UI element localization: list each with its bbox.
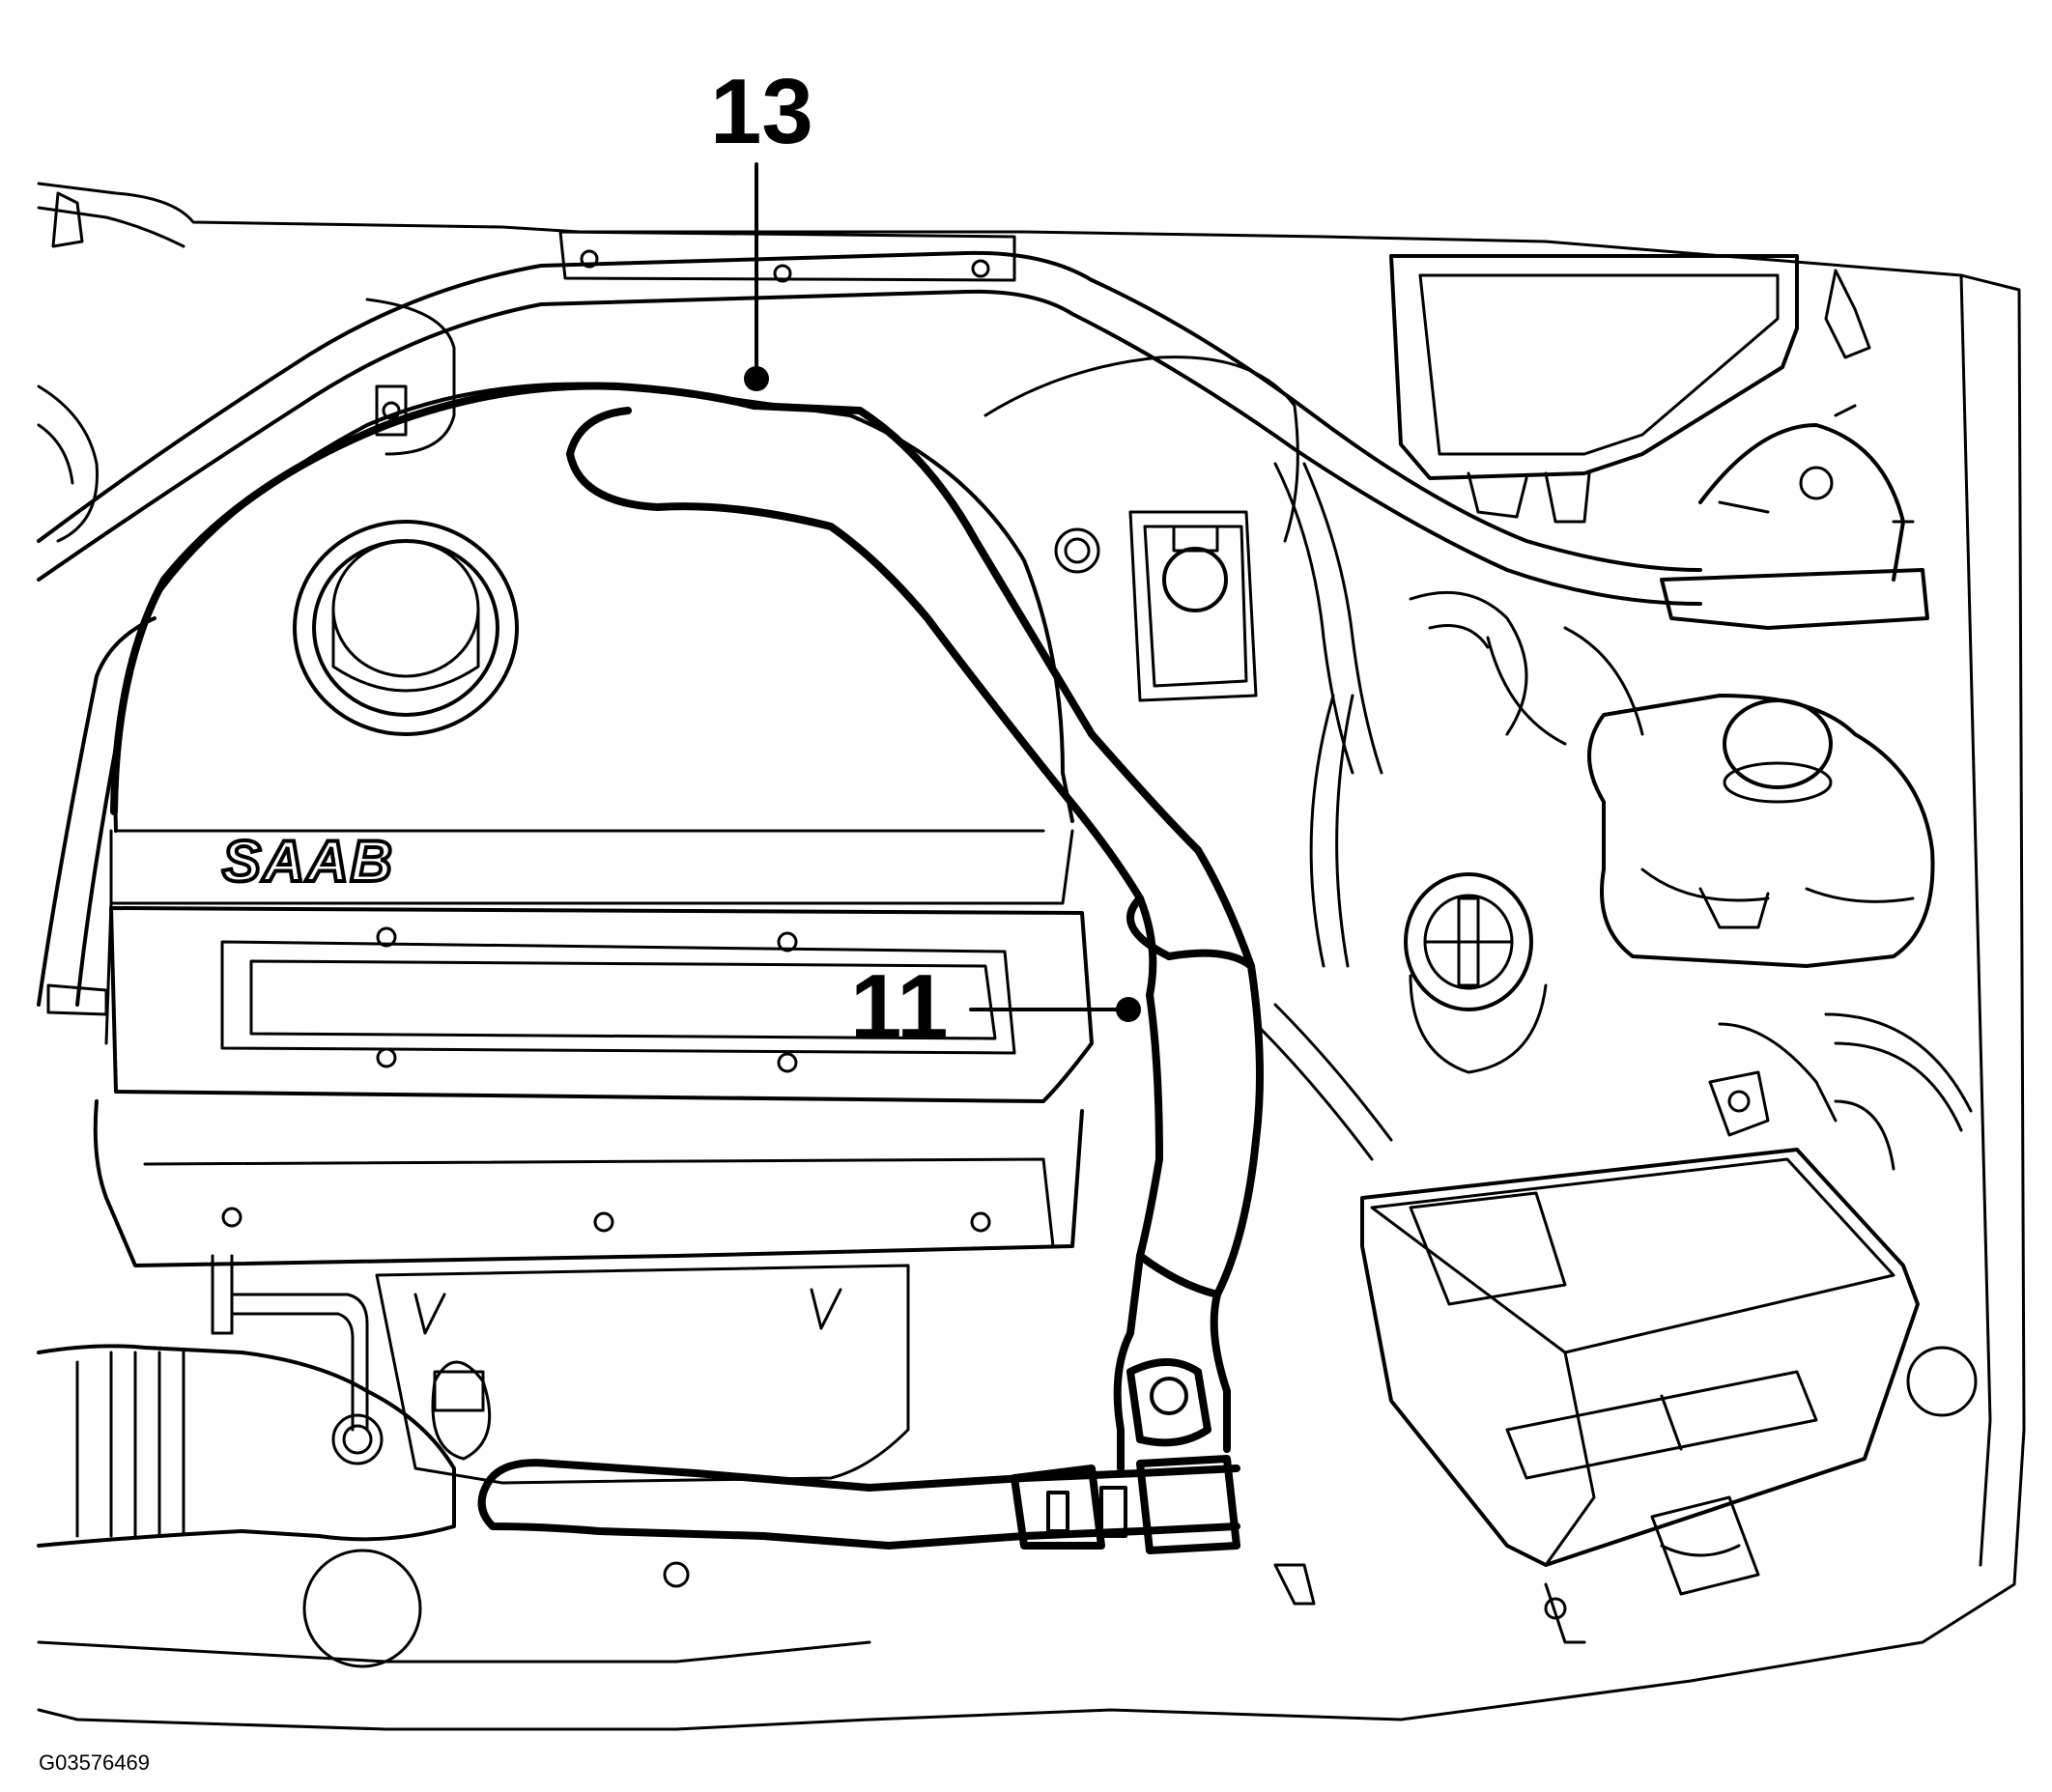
callout-13: 13 [710,60,813,391]
right-side-wiring [1254,462,1978,1644]
top-bracket [558,230,1016,283]
brake-booster [983,356,1299,702]
battery [1360,1070,1920,1567]
callout-label-13: 13 [710,60,813,163]
power-steering-reservoir [1404,872,1548,1074]
highlighted-hose-11 [477,1358,1240,1554]
callout-label-11: 11 [850,955,948,1059]
highlighted-hose-13 [110,382,1264,1472]
coolant-tank [1587,694,1935,968]
figure-id: G03576469 [39,1750,150,1775]
fuse-box [1389,254,1799,524]
top-wiring-harness [37,250,1702,606]
engine-bay-frame [37,182,2026,1731]
saab-logo: SAAB [222,829,394,894]
engine-valve-cover: SAAB [93,382,1094,1267]
air-intake-hose [37,1254,456,1668]
brake-fluid-reservoir [1660,269,1929,630]
callout-11: 11 [850,955,1141,1059]
